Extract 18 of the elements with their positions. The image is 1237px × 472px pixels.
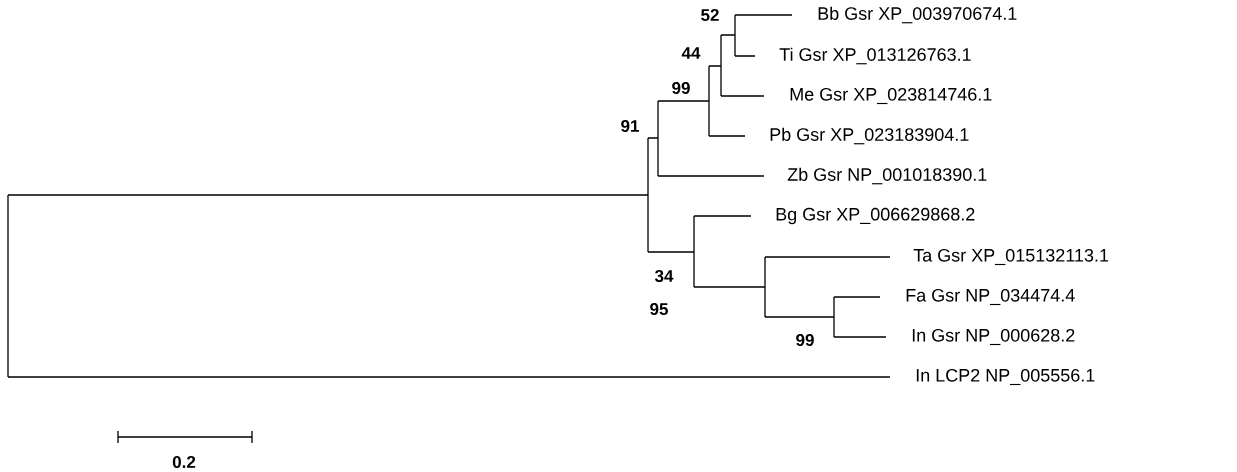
bootstrap-value: 95 bbox=[650, 303, 668, 316]
taxon-label: Zb Gsr NP_001018390.1 bbox=[787, 167, 987, 185]
taxon-label: Ti Gsr XP_013126763.1 bbox=[779, 47, 971, 65]
taxon-label: Pb Gsr XP_023183904.1 bbox=[770, 127, 969, 145]
taxon-label: Bb Gsr XP_003970674.1 bbox=[818, 6, 1017, 24]
taxon-label: In Gsr NP_000628.2 bbox=[912, 328, 1075, 346]
taxon-label: Me Gsr XP_023814746.1 bbox=[790, 87, 992, 105]
taxon-label: Ta Gsr XP_015132113.1 bbox=[913, 248, 1109, 266]
bootstrap-value: 99 bbox=[672, 82, 690, 95]
taxon-label: Bg Gsr XP_006629868.2 bbox=[776, 207, 975, 225]
scale-value: 0.2 bbox=[172, 456, 196, 469]
bootstrap-value: 52 bbox=[701, 9, 719, 22]
taxon-label: Fa Gsr NP_034474.4 bbox=[906, 288, 1075, 306]
taxon-label: In LCP2 NP_005556.1 bbox=[916, 368, 1095, 386]
bootstrap-value: 44 bbox=[681, 47, 701, 59]
bootstrap-value: 34 bbox=[654, 269, 674, 283]
bootstrap-value: 99 bbox=[796, 334, 814, 347]
bootstrap-value: 91 bbox=[621, 120, 639, 133]
